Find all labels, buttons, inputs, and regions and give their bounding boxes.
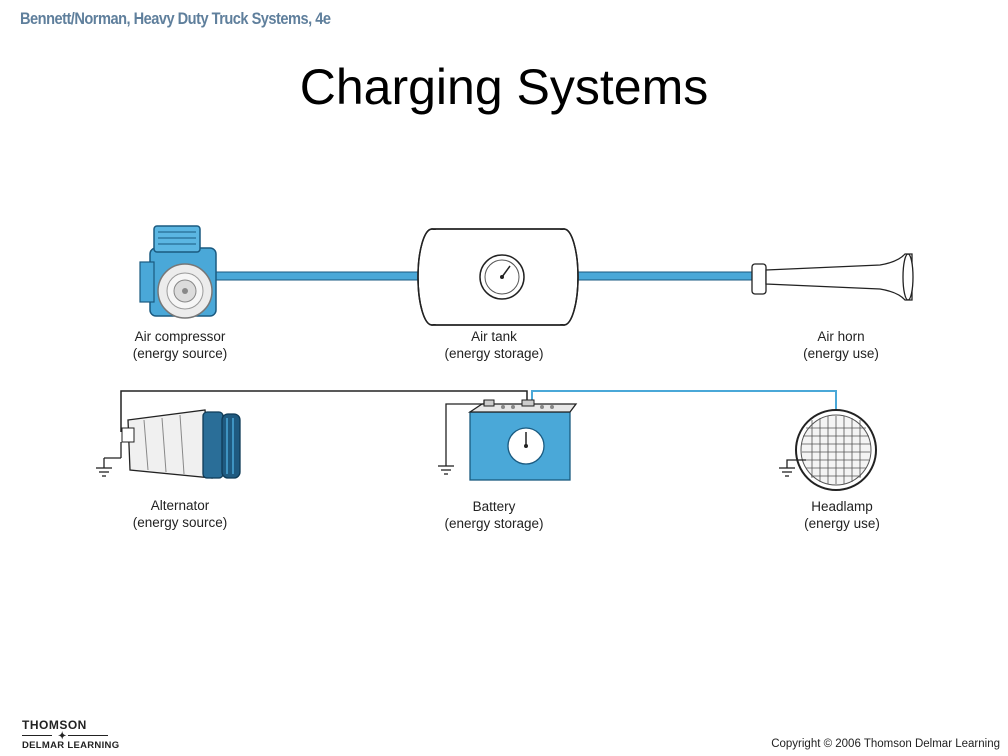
publisher-logo: THOMSON ✦ DELMAR LEARNING [22, 718, 119, 751]
copyright-notice: Copyright © 2006 Thomson Delmar Learning [771, 738, 1000, 750]
logo-rule-right [68, 735, 108, 736]
air-compressor-label: Air compressor [134, 329, 226, 344]
headlamp-illustration [786, 409, 877, 491]
battery-role: (energy storage) [444, 516, 544, 531]
star-icon: ✦ [58, 731, 67, 742]
wire-alternator-battery [120, 390, 528, 432]
air-tank-role: (energy storage) [444, 346, 544, 361]
headlamp-role: (energy use) [804, 516, 880, 531]
caption-battery: Battery (energy storage) [394, 498, 594, 532]
headlamp-label: Headlamp [811, 499, 873, 514]
caption-headlamp: Headlamp (energy use) [742, 498, 942, 532]
caption-air-horn: Air horn (energy use) [741, 328, 941, 362]
battery-label: Battery [472, 499, 516, 514]
air-line-tank-horn [577, 271, 757, 281]
ground-symbol-alternator [96, 458, 112, 477]
caption-alternator: Alternator (energy source) [80, 497, 280, 531]
publisher-imprint: DELMAR LEARNING [22, 740, 120, 751]
alternator-illustration [104, 409, 241, 479]
logo-rule-left [22, 735, 52, 736]
air-horn-label: Air horn [817, 329, 865, 344]
air-horn-role: (energy use) [803, 346, 879, 361]
ground-symbol-battery [438, 465, 454, 475]
battery-illustration [445, 399, 578, 481]
alternator-label: Alternator [150, 498, 210, 513]
book-title: Bennett/Norman, Heavy Duty Truck Systems… [20, 9, 331, 28]
wire-battery-headlamp [531, 390, 837, 410]
air-line-compressor-tank [211, 271, 431, 281]
air-horn-illustration [751, 253, 914, 301]
publisher-name: THOMSON [22, 718, 87, 732]
air-tank-label: Air tank [471, 329, 517, 344]
air-compressor-illustration [139, 225, 217, 319]
caption-air-tank: Air tank (energy storage) [394, 328, 594, 362]
air-compressor-role: (energy source) [132, 346, 228, 361]
alternator-role: (energy source) [132, 515, 228, 530]
caption-air-compressor: Air compressor (energy source) [80, 328, 280, 362]
air-tank-illustration [417, 228, 579, 326]
slide-title: Charging Systems [299, 59, 709, 115]
ground-symbol-headlamp [779, 467, 795, 477]
